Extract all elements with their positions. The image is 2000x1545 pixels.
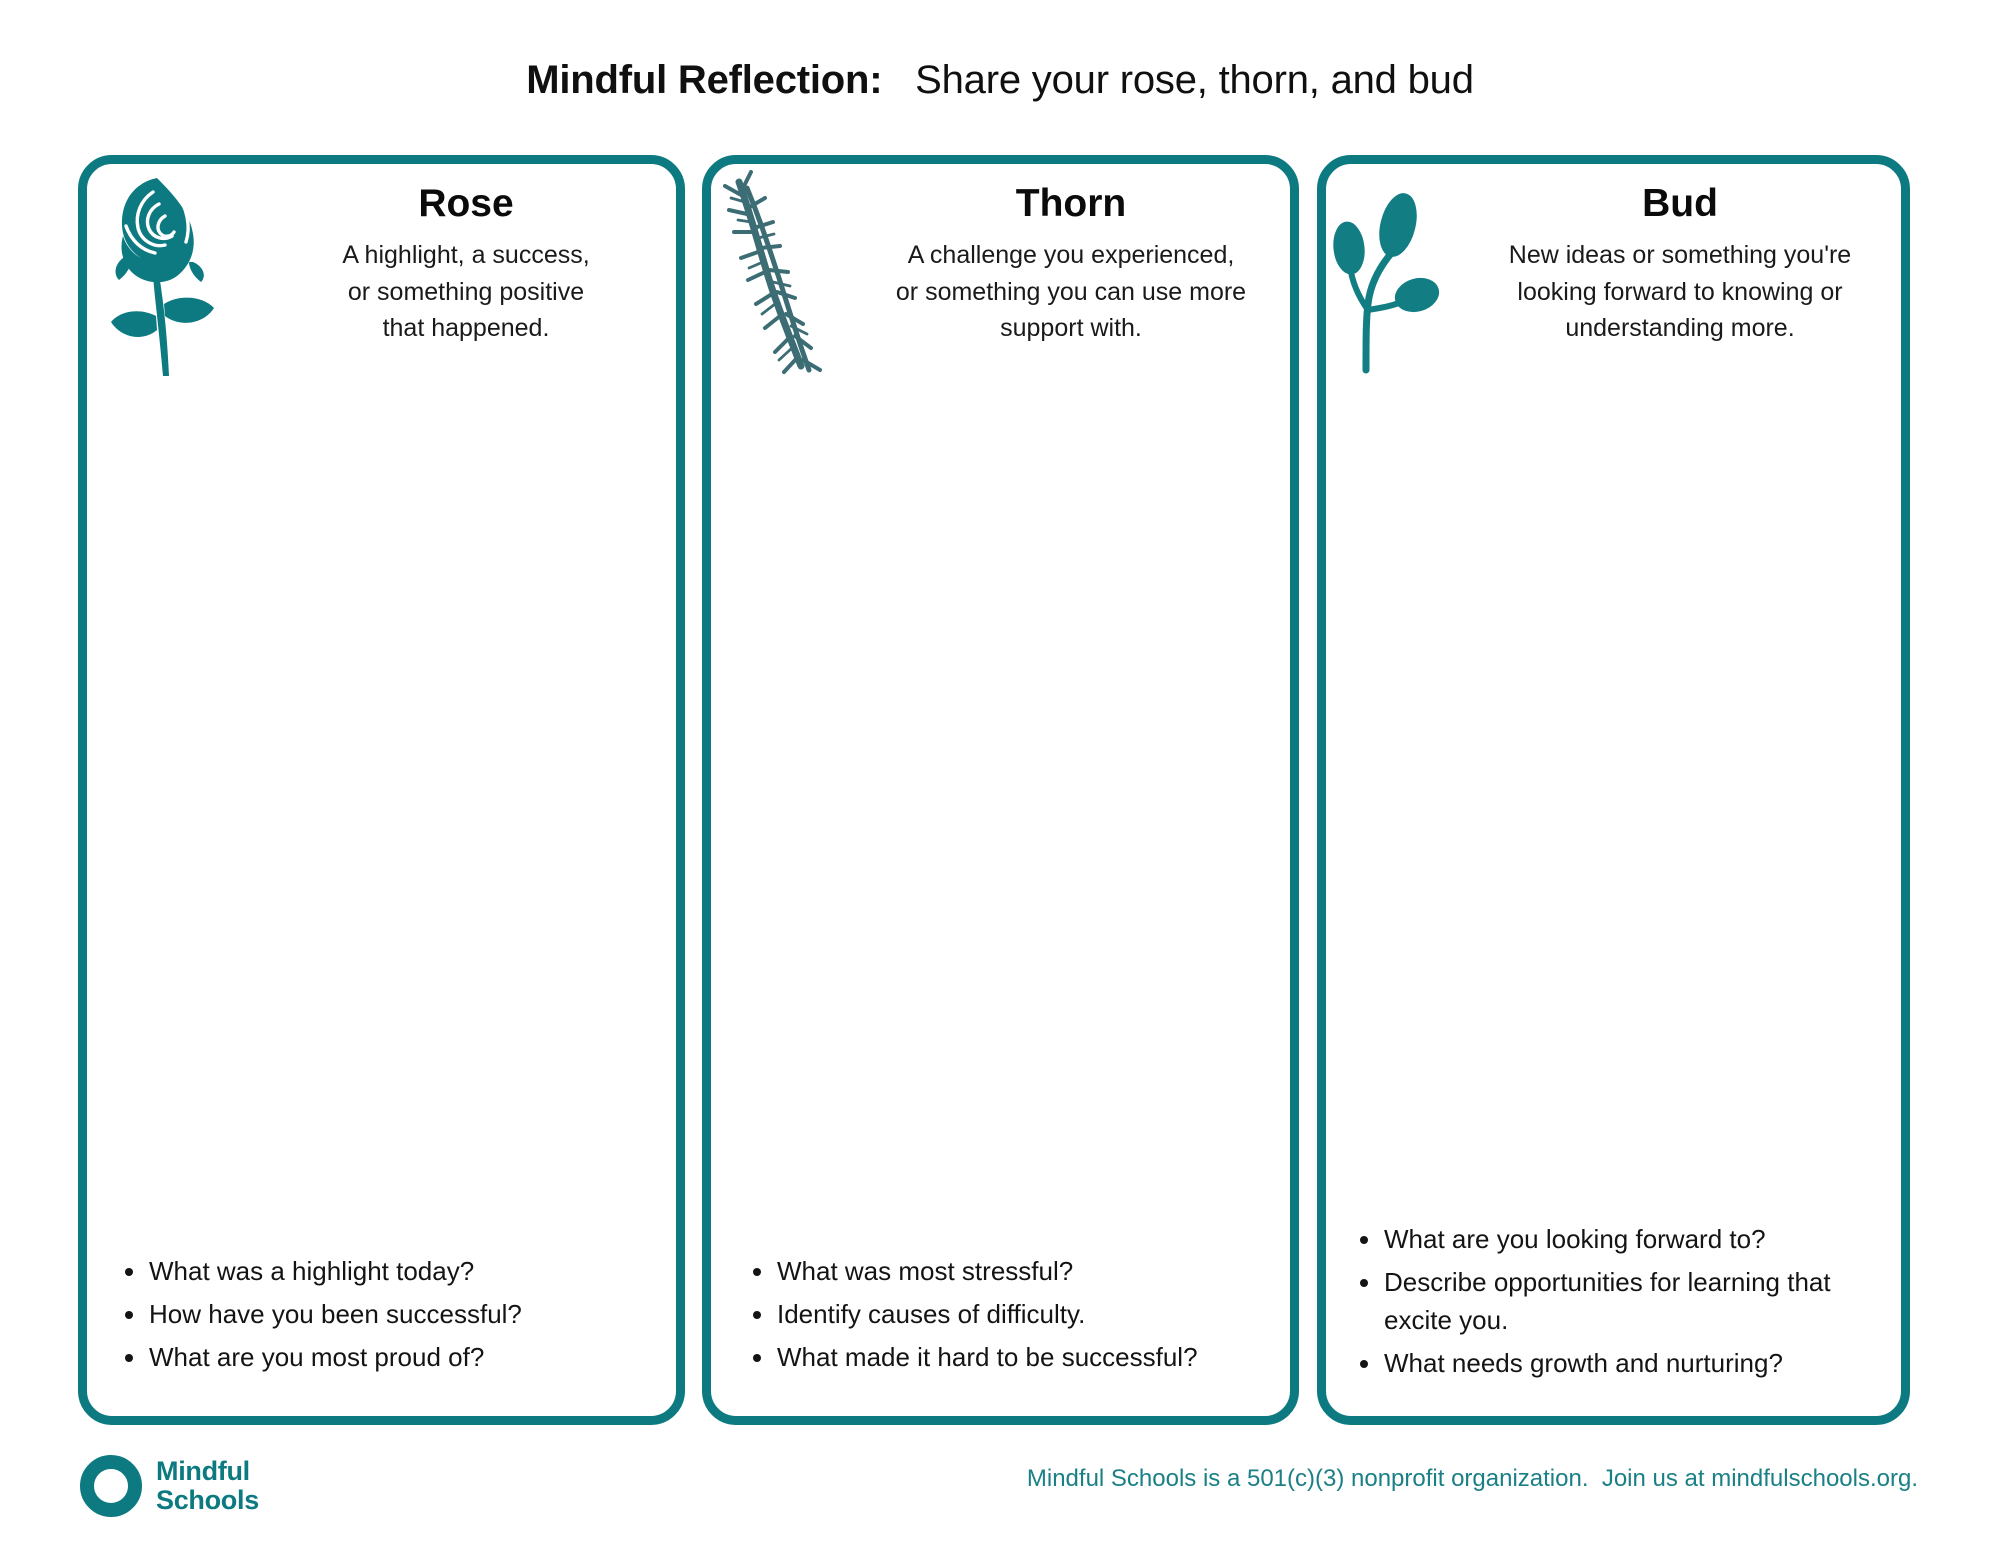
card-rose: Rose A highlight, a success, or somethin…: [78, 155, 685, 1425]
bud-sprout-icon: [1332, 170, 1482, 380]
card-thorn-heading: Thorn: [1015, 182, 1127, 225]
thorn-branch-icon: [717, 170, 867, 380]
card-bud-description-line: understanding more.: [1565, 314, 1795, 342]
card-bud-description-line: New ideas or something you're: [1508, 241, 1852, 269]
card-thorn-textblock: Thorn A challenge you experienced, or so…: [856, 170, 1286, 347]
list-item: What was a highlight today?: [113, 1253, 658, 1291]
list-item: Describe opportunities for learning that…: [1348, 1264, 1883, 1340]
card-rose-textblock: Rose A highlight, a success, or somethin…: [256, 170, 676, 347]
list-item: What are you most proud of?: [113, 1339, 658, 1377]
page-title-regular: Share your rose, thorn, and bud: [915, 58, 1474, 102]
logo-wordmark-line2: Schools: [156, 1485, 259, 1515]
card-bud-header: Bud New ideas or something you're lookin…: [1326, 170, 1901, 380]
rose-icon: [93, 170, 243, 380]
card-bud-prompt-list: What are you looking forward to? Describ…: [1348, 1221, 1883, 1388]
list-item: What needs growth and nurturing?: [1348, 1345, 1883, 1383]
card-rose-description-line: that happened.: [382, 314, 550, 342]
page-title: Mindful Reflection: Share your rose, tho…: [0, 58, 2000, 103]
page-title-bold: Mindful Reflection:: [526, 58, 883, 102]
card-rose-description-line: A highlight, a success,: [342, 241, 590, 269]
card-bud-description: New ideas or something you're looking fo…: [1465, 237, 1895, 347]
mindful-schools-logo: Mindful Schools: [80, 1455, 259, 1517]
card-thorn-description-line: or something you can use more: [895, 277, 1247, 306]
card-rose-description-line: or something positive: [347, 277, 585, 306]
card-rose-prompt-list: What was a highlight today? How have you…: [113, 1253, 658, 1382]
list-item: What are you looking forward to?: [1348, 1221, 1883, 1259]
card-rose-description: A highlight, a success, or something pos…: [256, 237, 676, 347]
list-item: What was most stressful?: [741, 1253, 1272, 1291]
card-rose-header: Rose A highlight, a success, or somethin…: [87, 170, 676, 380]
list-item: What made it hard to be successful?: [741, 1339, 1272, 1377]
list-item: How have you been successful?: [113, 1296, 658, 1334]
logo-wordmark-line1: Mindful: [156, 1456, 250, 1487]
card-thorn-prompt-list: What was most stressful? Identify causes…: [741, 1253, 1272, 1382]
card-bud: Bud New ideas or something you're lookin…: [1317, 155, 1910, 1425]
card-thorn-description-line: A challenge you experienced,: [907, 241, 1235, 269]
card-bud-description-line: looking forward to knowing or: [1517, 277, 1843, 306]
card-thorn-description-line: support with.: [1000, 314, 1142, 342]
logo-wordmark: Mindful Schools: [156, 1457, 259, 1515]
footer-note: Mindful Schools is a 501(c)(3) nonprofit…: [1026, 1465, 1918, 1492]
card-thorn: Thorn A challenge you experienced, or so…: [702, 155, 1299, 1425]
card-rose-heading: Rose: [418, 182, 514, 225]
list-item: Identify causes of difficulty.: [741, 1296, 1272, 1334]
card-thorn-header: Thorn A challenge you experienced, or so…: [711, 170, 1290, 380]
card-thorn-description: A challenge you experienced, or somethin…: [856, 237, 1286, 347]
card-bud-heading: Bud: [1642, 182, 1718, 225]
card-bud-textblock: Bud New ideas or something you're lookin…: [1465, 170, 1895, 347]
mindful-schools-ring-logo-icon: [80, 1455, 142, 1517]
